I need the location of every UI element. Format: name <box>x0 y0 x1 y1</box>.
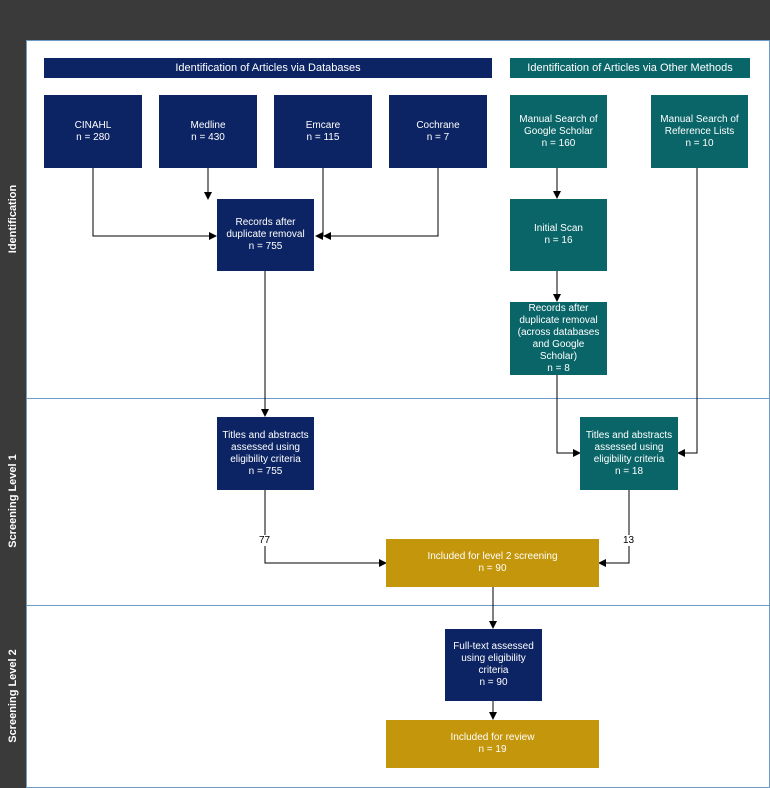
edge-label-right: 13 <box>622 535 636 546</box>
box-level2-screening: Included for level 2 screening n = 90 <box>386 539 599 587</box>
box-titles-databases: Titles and abstracts assessed using elig… <box>217 417 314 490</box>
edge-label-left: 77 <box>258 535 272 546</box>
top-bar <box>0 0 770 40</box>
arrow-cochrane-to-dedup <box>323 168 439 240</box>
box-cochrane: Cochrane n = 7 <box>389 95 487 168</box>
arrow-cinahl-to-dedup <box>92 168 217 240</box>
header-databases: Identification of Articles via Databases <box>44 58 492 78</box>
arrow-titles-other-to-level2 <box>598 490 630 567</box>
header-other-methods: Identification of Articles via Other Met… <box>510 58 750 78</box>
lane-screening-2: Screening Level 2 <box>0 605 26 788</box>
box-fulltext-assessed: Full-text assessed using eligibility cri… <box>445 629 542 701</box>
box-emcare: Emcare n = 115 <box>274 95 372 168</box>
box-google-scholar: Manual Search of Google Scholar n = 160 <box>510 95 607 168</box>
arrow-reflists-to-titles-other <box>677 168 698 457</box>
arrow-emcare-to-dedup <box>315 168 324 240</box>
box-cinahl: CINAHL n = 280 <box>44 95 142 168</box>
lane-divider-2 <box>26 605 770 606</box>
box-medline: Medline n = 430 <box>159 95 257 168</box>
box-dedup-databases: Records after duplicate removal n = 755 <box>217 199 314 271</box>
lane-identification: Identification <box>0 40 26 398</box>
arrow-dedup-other-to-titles-other <box>556 375 581 457</box>
arrow-titles-db-to-level2 <box>264 490 387 567</box>
box-titles-other: Titles and abstracts assessed using elig… <box>580 417 678 490</box>
box-initial-scan: Initial Scan n = 16 <box>510 199 607 271</box>
box-dedup-other: Records after duplicate removal (across … <box>510 302 607 375</box>
box-reference-lists: Manual Search of Reference Lists n = 10 <box>651 95 748 168</box>
box-included-review: Included for review n = 19 <box>386 720 599 768</box>
lane-screening-1: Screening Level 1 <box>0 398 26 605</box>
lane-divider-1 <box>26 398 770 399</box>
